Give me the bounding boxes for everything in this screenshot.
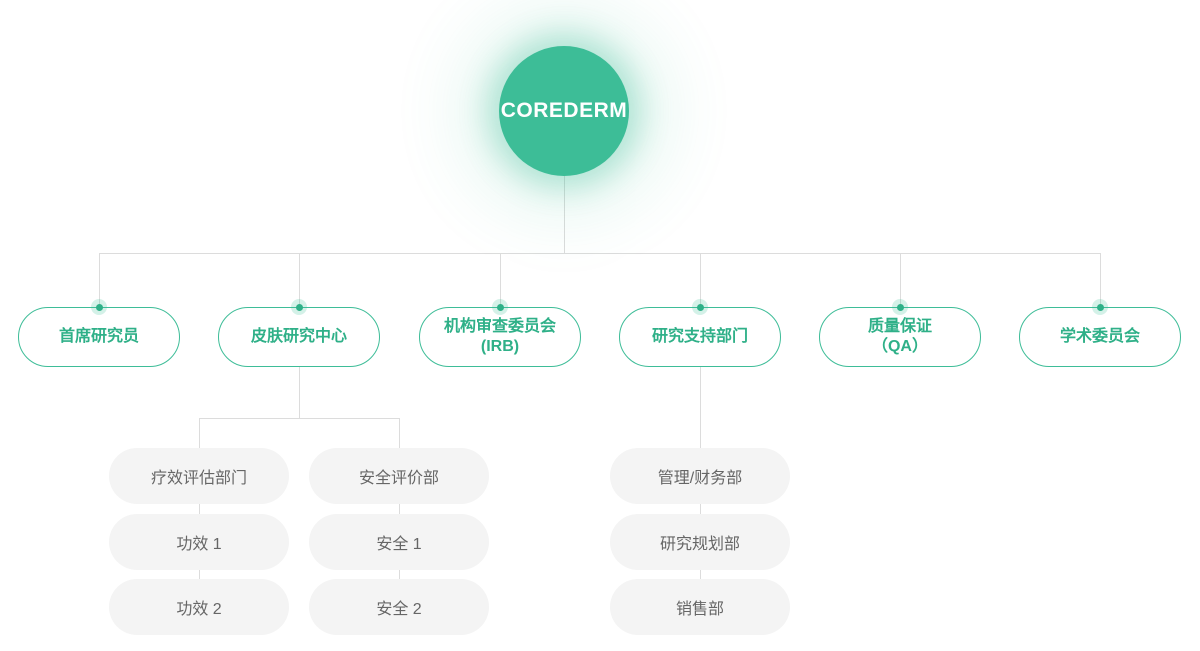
node-label: 皮肤研究中心 xyxy=(250,328,347,346)
connector-drop-support xyxy=(700,253,701,307)
node-label: 首席研究员 xyxy=(58,328,139,346)
node-research-support: 研究支持部门 xyxy=(619,307,781,367)
connector-dot-core xyxy=(95,303,103,311)
node-qa: 质量保证 （QA） xyxy=(819,307,981,367)
node-irb: 机构审查委员会 (IRB) xyxy=(419,307,581,367)
connector-dot-core xyxy=(896,303,904,311)
node-sales: 销售部 xyxy=(610,579,790,635)
node-label: 销售部 xyxy=(675,601,724,618)
connector-drop-academic xyxy=(1100,253,1101,307)
connector-dot xyxy=(91,299,107,315)
node-label: 研究规划部 xyxy=(659,536,740,553)
node-label-line2: (IRB) xyxy=(480,338,520,355)
node-label: 研究支持部门 xyxy=(651,328,748,346)
node-label: 功效 1 xyxy=(176,536,222,553)
connector-dot-core xyxy=(696,303,704,311)
root-node-corederm: COREDERM xyxy=(499,46,629,176)
node-label: 安全 2 xyxy=(376,601,422,618)
connector-dot-core xyxy=(496,303,504,311)
node-admin-finance: 管理/财务部 xyxy=(610,448,790,504)
connector-dot xyxy=(892,299,908,315)
node-skin-research-center: 皮肤研究中心 xyxy=(218,307,380,367)
node-chief-researcher: 首席研究员 xyxy=(18,307,180,367)
connector-drop-irb xyxy=(500,253,501,307)
connector-skin-bus xyxy=(199,418,400,419)
connector-col-efficacy xyxy=(199,418,200,593)
connector-dot xyxy=(692,299,708,315)
connector-dot-core xyxy=(1096,303,1104,311)
node-label-line1: 质量保证 xyxy=(867,318,932,336)
node-efficacy-1: 功效 1 xyxy=(109,514,289,570)
node-label: 管理/财务部 xyxy=(657,470,743,487)
node-research-planning: 研究规划部 xyxy=(610,514,790,570)
connector-drop-chief xyxy=(99,253,100,307)
node-label-line2: （QA） xyxy=(871,338,928,355)
node-safety-2: 安全 2 xyxy=(309,579,489,635)
node-label: 安全 1 xyxy=(376,536,422,553)
node-label: 功效 2 xyxy=(176,601,222,618)
node-label: 学术委员会 xyxy=(1059,328,1140,346)
connector-dot xyxy=(1092,299,1108,315)
root-label: COREDERM xyxy=(500,99,628,122)
connector-drop-skin xyxy=(299,253,300,307)
connector-dot xyxy=(492,299,508,315)
connector-level2-bus xyxy=(99,253,1100,254)
connector-col-safety xyxy=(399,418,400,593)
node-safety-evaluation: 安全评价部 xyxy=(309,448,489,504)
node-label: 疗效评估部门 xyxy=(150,470,247,487)
connector-skin-drop xyxy=(299,367,300,418)
connector-root-drop xyxy=(564,176,565,253)
connector-dot-core xyxy=(295,303,303,311)
node-efficacy-evaluation: 疗效评估部门 xyxy=(109,448,289,504)
connector-drop-qa xyxy=(900,253,901,307)
connector-dot xyxy=(291,299,307,315)
node-academic-committee: 学术委员会 xyxy=(1019,307,1181,367)
node-efficacy-2: 功效 2 xyxy=(109,579,289,635)
node-safety-1: 安全 1 xyxy=(309,514,489,570)
node-label-line1: 机构审查委员会 xyxy=(443,318,556,336)
node-label: 安全评价部 xyxy=(358,470,439,487)
